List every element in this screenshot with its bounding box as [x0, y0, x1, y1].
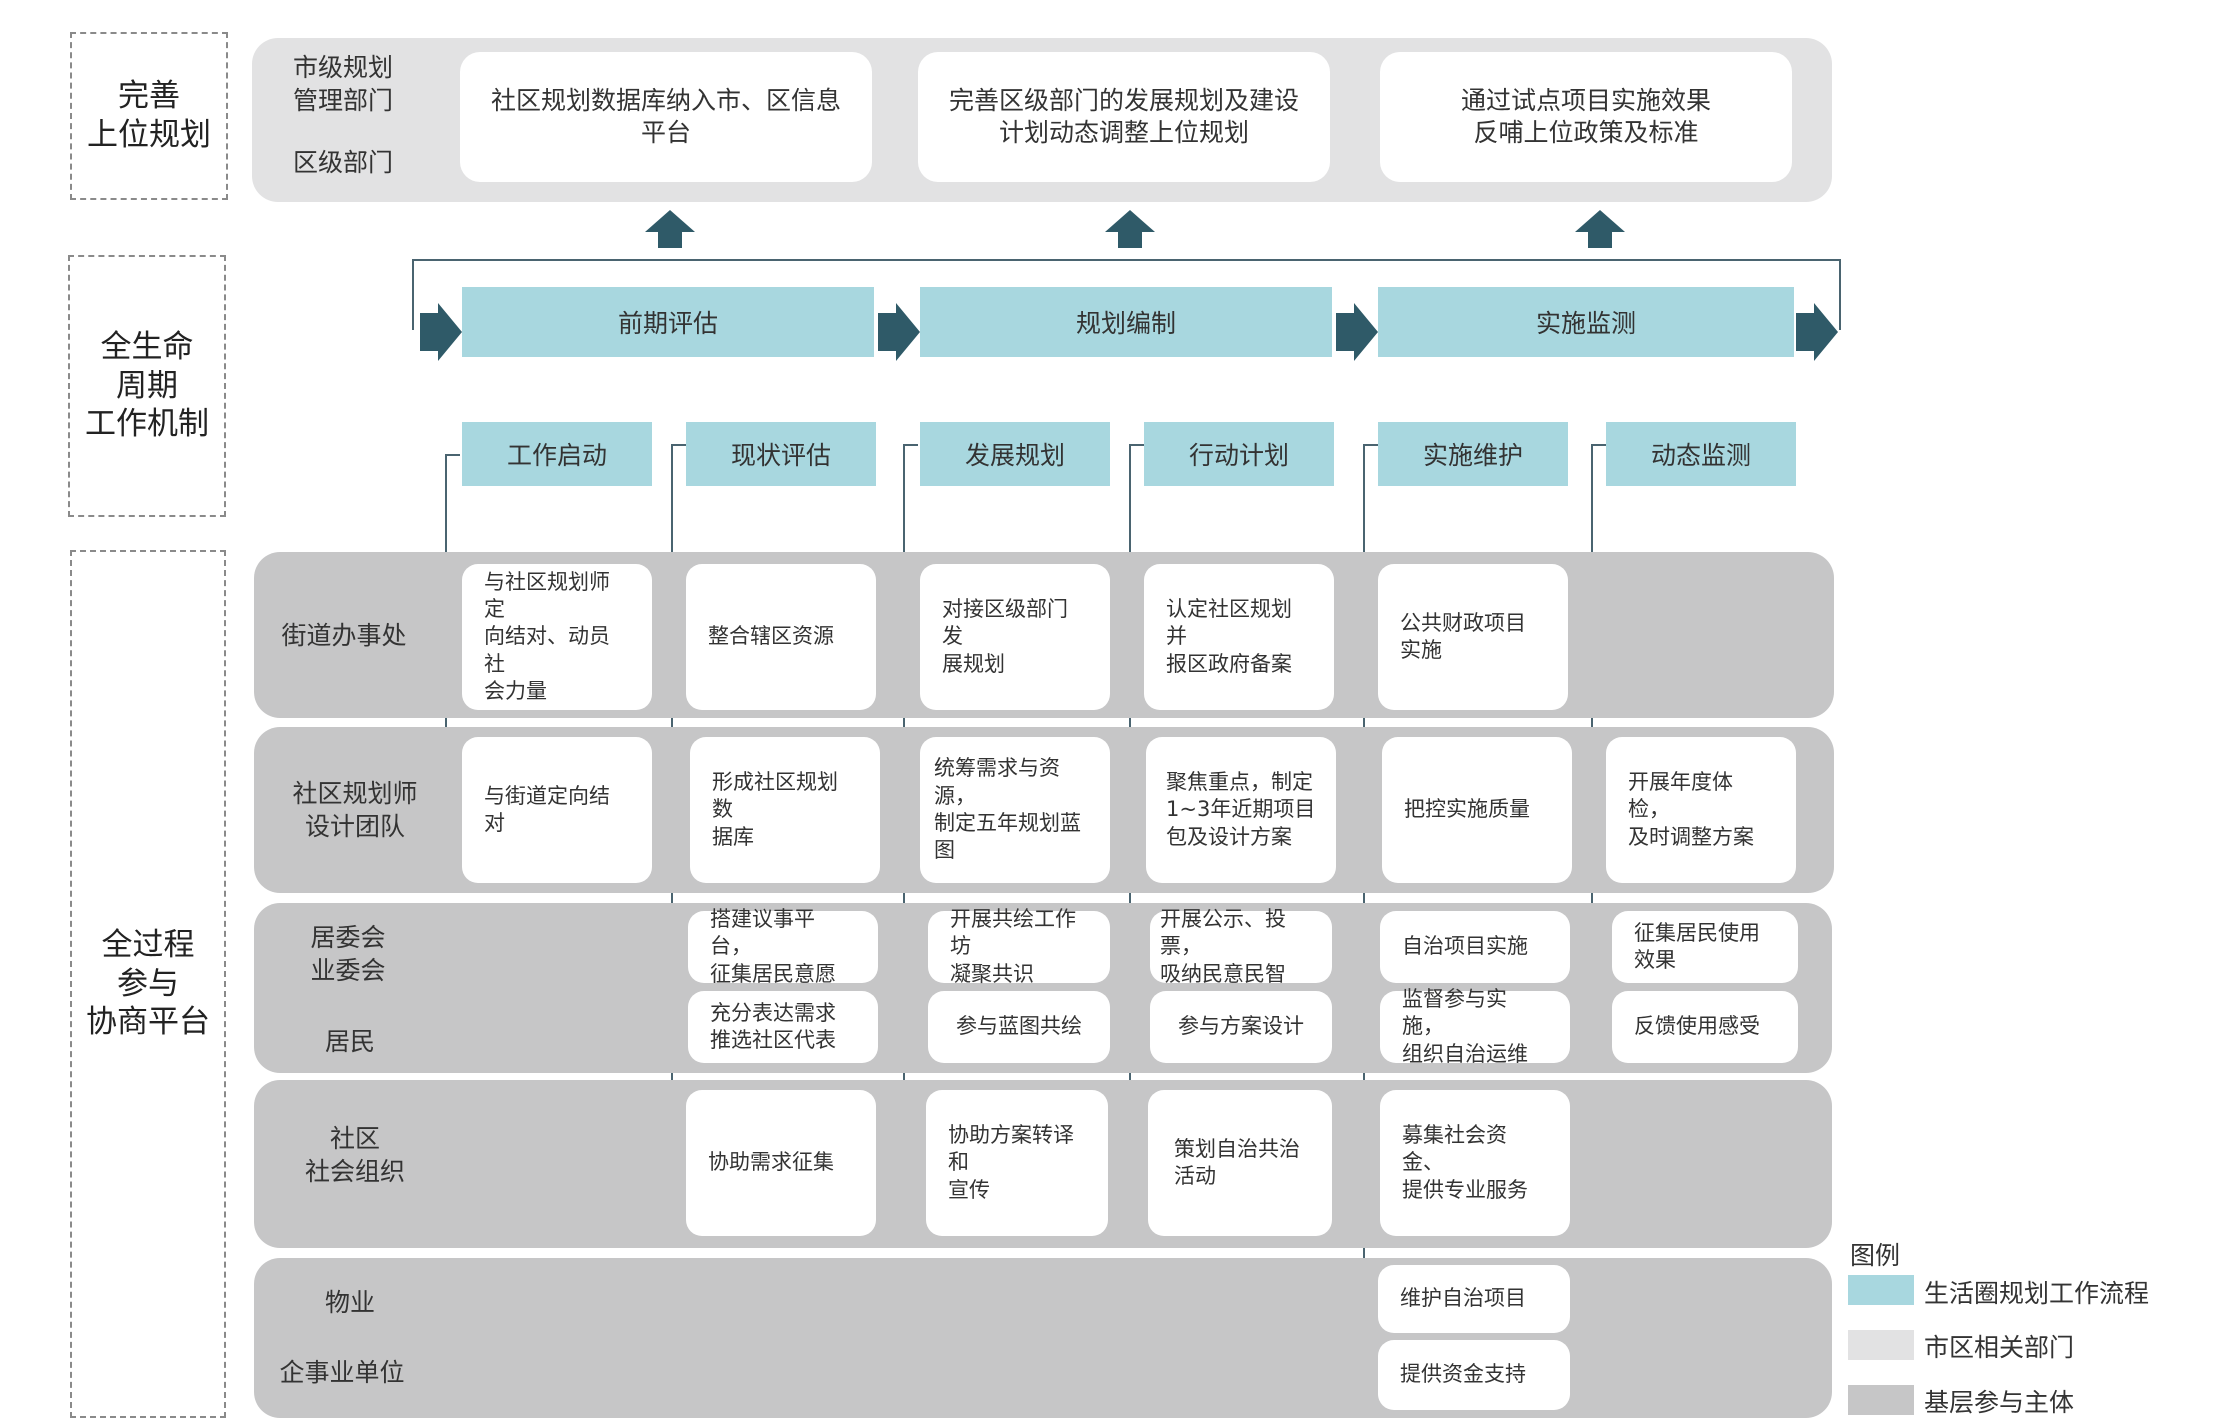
social-card-2: 协助方案转译和 宣传: [926, 1090, 1108, 1236]
band-property-enterprise: [254, 1258, 1832, 1418]
residents-top-card-4: 自治项目实施: [1380, 911, 1570, 983]
label-district-dept: 区级部门: [292, 148, 393, 177]
street-card-1: 与社区规划师定 向结对、动员社 会力量: [462, 564, 652, 710]
planner-card-1: 与街道定向结对: [462, 737, 652, 883]
label-social-organizations: 社区 社会组织: [304, 1124, 405, 1186]
residents-bottom-card-2: 参与蓝图共绘: [928, 991, 1110, 1063]
legend-label-grassroots: 基层参与主体: [1924, 1388, 2075, 1417]
step-implementation-maintenance: 实施维护: [1378, 422, 1568, 486]
street-card-2: 整合辖区资源: [686, 564, 876, 710]
social-card-4: 募集社会资金、 提供专业服务: [1380, 1090, 1570, 1236]
phase-pre-assessment: 前期评估: [462, 287, 874, 357]
residents-bottom-card-4: 监督参与实施， 组织自治运维: [1380, 987, 1570, 1066]
legend-swatch-city: [1848, 1330, 1914, 1360]
legend-label-city: 市区相关部门: [1924, 1333, 2075, 1362]
step-status-assessment: 现状评估: [686, 422, 876, 486]
legend-swatch-flow: [1848, 1275, 1914, 1305]
residents-bottom-card-5: 反馈使用感受: [1612, 991, 1798, 1063]
label-property: 物业: [324, 1288, 375, 1317]
upper-card-2: 完善区级部门的发展规划及建设 计划动态调整上位规划: [918, 52, 1330, 182]
category-upper-planning: 完善 上位规划: [70, 32, 228, 200]
category-process: 全过程 参与 协商平台: [70, 550, 226, 1418]
social-card-3: 策划自治共治 活动: [1148, 1090, 1332, 1236]
property-card-2: 提供资金支持: [1378, 1340, 1570, 1410]
residents-bottom-card-3: 参与方案设计: [1150, 991, 1332, 1063]
street-card-4: 认定社区规划并 报区政府备案: [1144, 564, 1334, 710]
planner-card-2: 形成社区规划数 据库: [690, 737, 880, 883]
step-action-plan: 行动计划: [1144, 422, 1334, 486]
legend-label-flow: 生活圈规划工作流程: [1924, 1279, 2150, 1308]
label-community-planner: 社区规划师 设计团队: [292, 779, 418, 841]
label-city-dept: 市级规划 管理部门: [292, 53, 393, 115]
legend-swatch-grassroots: [1848, 1385, 1914, 1415]
planner-card-4: 聚焦重点，制定 1~3年近期项目 包及设计方案: [1146, 737, 1336, 883]
label-residents: 居民: [324, 1027, 375, 1056]
social-card-1: 协助需求征集: [686, 1090, 876, 1236]
phase-implementation-monitoring: 实施监测: [1378, 287, 1794, 357]
phase-plan-compilation: 规划编制: [920, 287, 1332, 357]
residents-top-card-5: 征集居民使用 效果: [1612, 911, 1798, 983]
residents-top-card-1: 搭建议事平台， 征集居民意愿: [688, 907, 878, 986]
planner-card-3: 统筹需求与资源， 制定五年规划蓝 图: [920, 737, 1110, 883]
residents-top-card-3: 开展公示、投票， 吸纳民意民智: [1150, 907, 1332, 986]
category-lifecycle: 全生命 周期 工作机制: [68, 255, 226, 517]
label-residents-committee: 居委会 业委会: [310, 923, 386, 985]
label-street-office: 街道办事处: [281, 621, 407, 650]
planner-card-5: 把控实施质量: [1382, 737, 1572, 883]
planner-card-6: 开展年度体检， 及时调整方案: [1606, 737, 1796, 883]
step-development-planning: 发展规划: [920, 422, 1110, 486]
step-dynamic-monitoring: 动态监测: [1606, 422, 1796, 486]
street-card-3: 对接区级部门发 展规划: [920, 564, 1110, 710]
upper-card-1: 社区规划数据库纳入市、区信息 平台: [460, 52, 872, 182]
legend-title: 图例: [1850, 1241, 1901, 1270]
property-card-1: 维护自治项目: [1378, 1265, 1570, 1333]
step-kickoff: 工作启动: [462, 422, 652, 486]
label-enterprise: 企事业单位: [279, 1358, 405, 1387]
street-card-5: 公共财政项目 实施: [1378, 564, 1568, 710]
residents-top-card-2: 开展共绘工作坊 凝聚共识: [928, 907, 1110, 986]
upper-card-3: 通过试点项目实施效果 反哺上位政策及标准: [1380, 52, 1792, 182]
residents-bottom-card-1: 充分表达需求 推选社区代表: [688, 991, 878, 1063]
